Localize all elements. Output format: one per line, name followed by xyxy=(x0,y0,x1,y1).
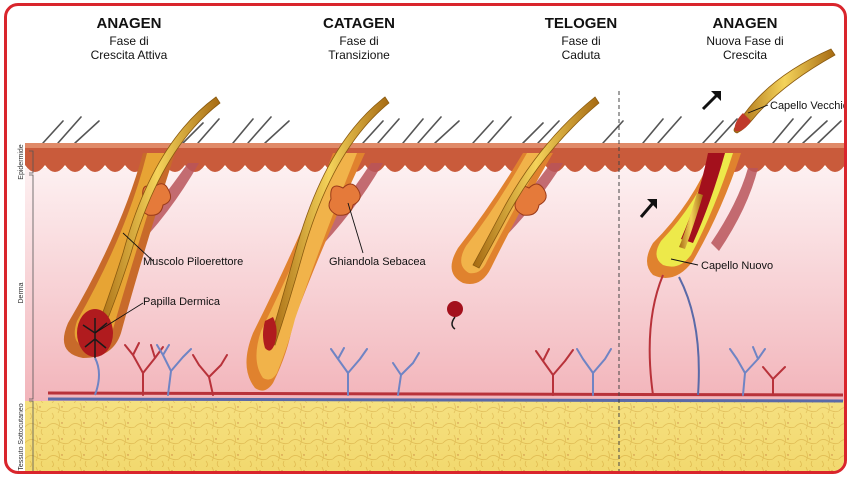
vein-line xyxy=(47,397,844,403)
phase-telogen-sub2: Caduta xyxy=(562,48,601,62)
layer-label-dermis: Derma xyxy=(18,282,25,303)
phase-catagen-sub1: Fase di xyxy=(339,34,378,48)
phase-new-anagen-header: ANAGEN Nuova Fase di Crescita xyxy=(706,15,783,62)
phase-anagen-header: ANAGEN Fase di Crescita Attiva xyxy=(91,15,168,62)
follicle-anagen xyxy=(63,96,221,396)
capillary-network-group xyxy=(124,342,786,396)
artery-line xyxy=(47,391,844,397)
surface-hairs xyxy=(42,116,842,144)
layer-label-epidermis: Epidermide xyxy=(18,144,25,180)
phase-telogen-header: TELOGEN Fase di Caduta xyxy=(545,15,618,62)
label-old-hair: Capello Vecchio xyxy=(770,100,847,112)
follicle-new-anagen xyxy=(639,48,836,396)
label-new-hair: Capello Nuovo xyxy=(701,260,773,272)
phase-new-anagen-title: ANAGEN xyxy=(712,15,777,32)
leader-lines xyxy=(94,104,769,334)
diagram-frame: ANAGEN Fase di Crescita Attiva CATAGEN F… xyxy=(4,3,847,474)
label-papilla: Papilla Dermica xyxy=(143,296,221,308)
layer-bracket xyxy=(29,150,34,471)
phase-new-anagen-sub2: Crescita xyxy=(723,48,767,62)
layer-label-subcutis: Tessuto Sottocutaneo xyxy=(18,403,25,470)
phase-anagen-sub1: Fase di xyxy=(109,34,148,48)
label-muscle: Muscolo Piloerettore xyxy=(143,256,243,268)
phase-catagen-sub2: Transizione xyxy=(328,48,390,62)
follicle-telogen xyxy=(447,96,600,330)
follicle-catagen xyxy=(246,96,390,391)
epidermis-layer xyxy=(25,143,844,172)
phase-catagen-title: CATAGEN xyxy=(323,15,395,32)
phase-anagen-sub2: Crescita Attiva xyxy=(91,48,168,62)
phase-telogen-title: TELOGEN xyxy=(545,15,618,32)
label-gland: Ghiandola Sebacea xyxy=(329,256,427,268)
phase-telogen-sub1: Fase di xyxy=(561,34,600,48)
phase-new-anagen-sub1: Nuova Fase di xyxy=(706,34,783,48)
phase-catagen-header: CATAGEN Fase di Transizione xyxy=(323,15,395,62)
phase-anagen-title: ANAGEN xyxy=(96,15,161,32)
hair-cycle-diagram: ANAGEN Fase di Crescita Attiva CATAGEN F… xyxy=(18,15,847,471)
